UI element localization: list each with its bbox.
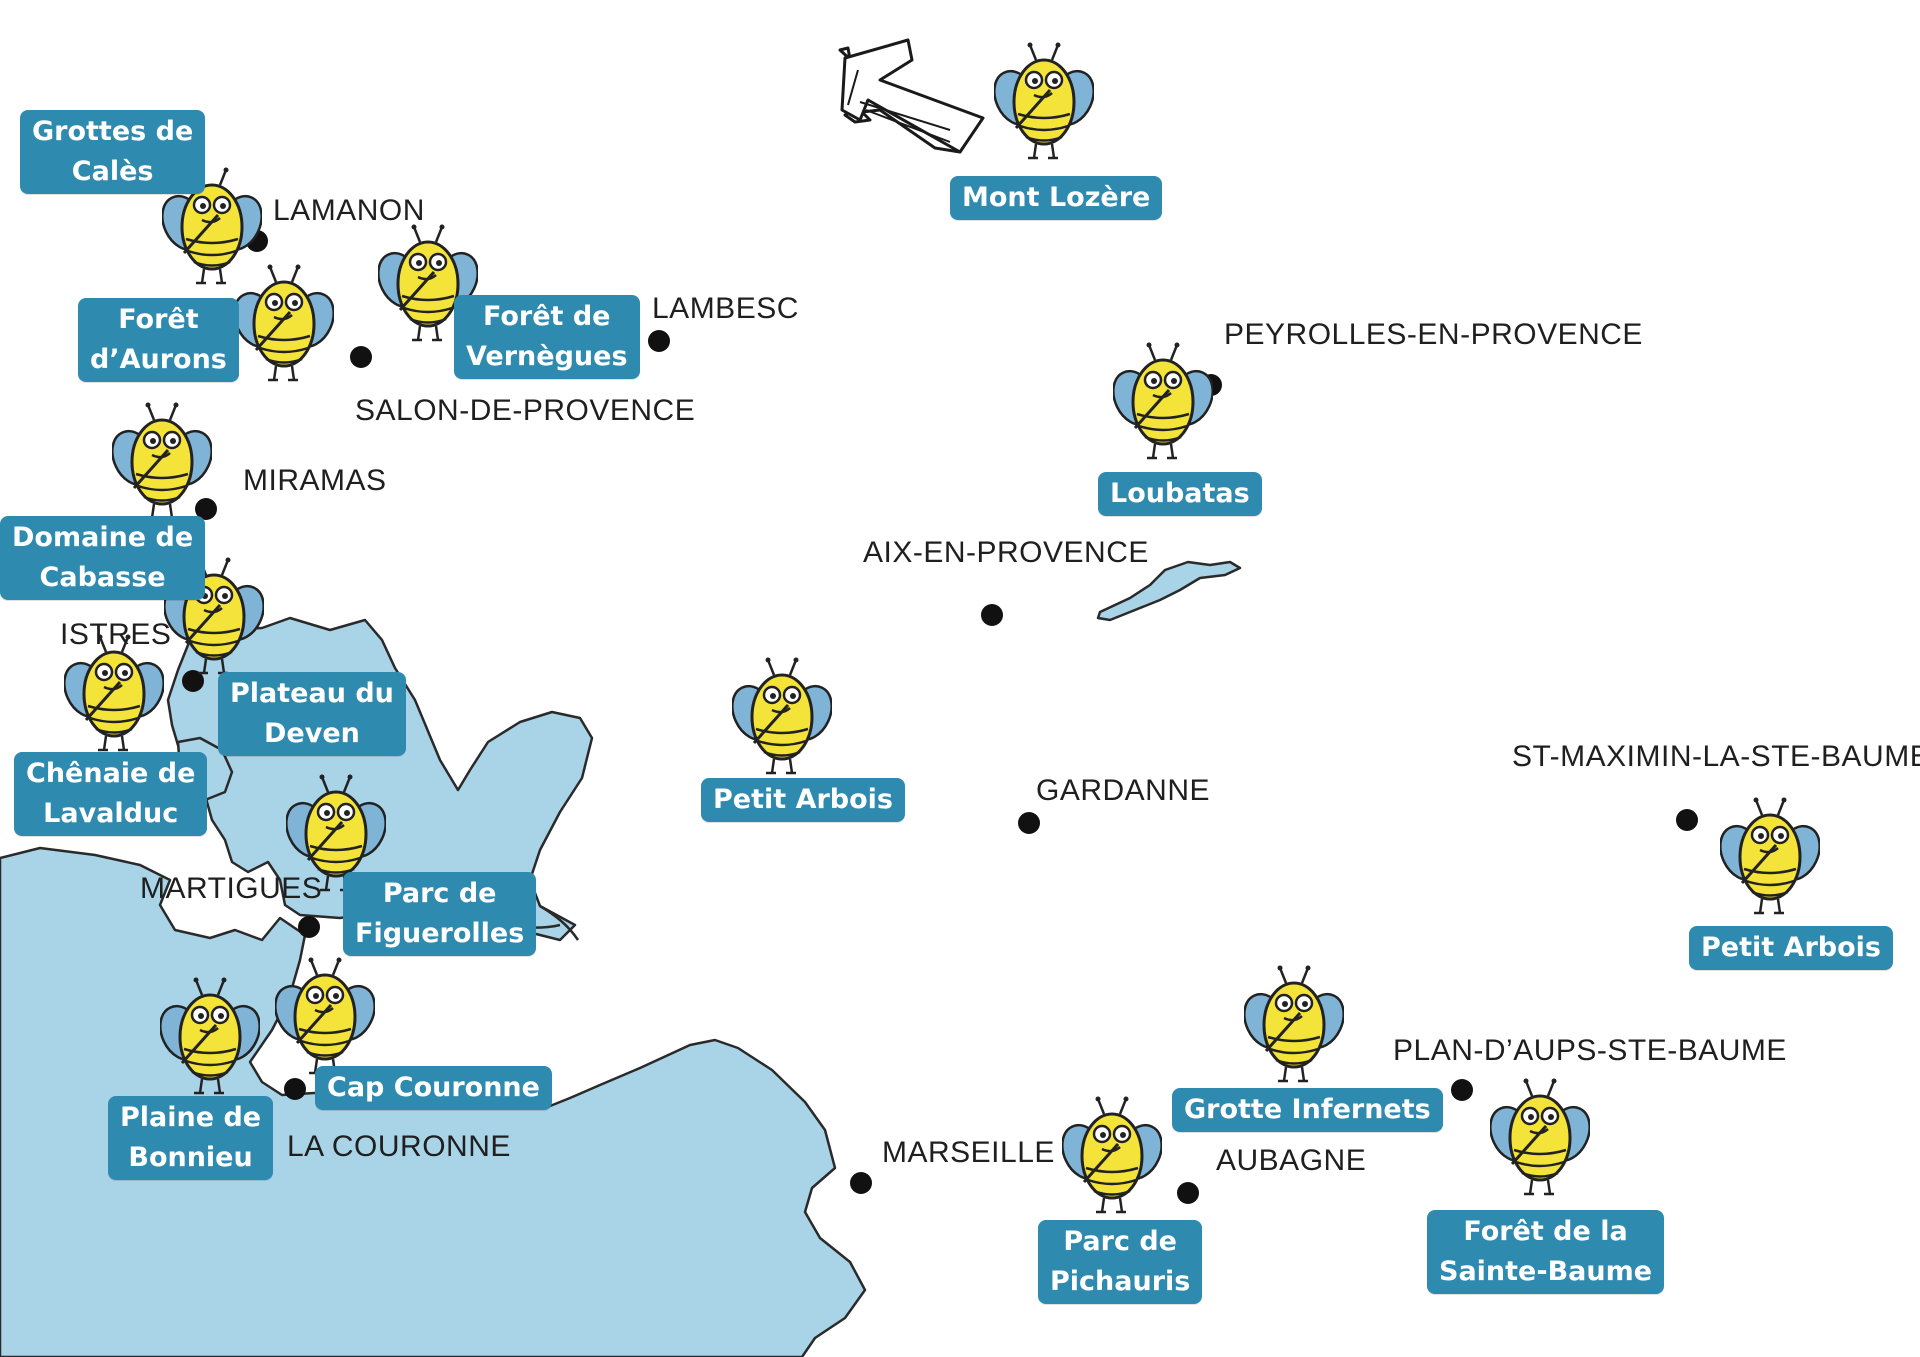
site-label-foret-sainte-baume[interactable]: Forêt de la Sainte-Baume (1427, 1210, 1665, 1294)
town-label-st-maximin: ST-MAXIMIN-LA-STE-BAUME (1512, 740, 1920, 773)
site-label-line: Domaine de (12, 522, 194, 553)
site-label-mont-lozere[interactable]: Mont Lozère (950, 176, 1163, 220)
site-label-line: Cap Couronne (327, 1072, 540, 1103)
town-label-la-couronne: LA COURONNE (287, 1130, 511, 1163)
site-label-petit-arbois-east[interactable]: Petit Arbois (1689, 926, 1893, 970)
site-label-foret-aurons[interactable]: Forêt d’Aurons (78, 298, 239, 382)
site-label-line: Bonnieu (128, 1142, 253, 1173)
site-label-line: Grotte Infernets (1184, 1094, 1431, 1125)
site-label-line: Deven (264, 718, 360, 749)
site-label-line: Loubatas (1110, 478, 1250, 509)
bee-mascot-icon (112, 401, 212, 520)
town-label-aix: AIX-EN-PROVENCE (863, 536, 1149, 569)
town-dot-miramas (195, 498, 217, 520)
site-label-parc-figuerolles[interactable]: Parc de Figuerolles (343, 872, 537, 956)
town-label-lamanon: LAMANON (273, 194, 425, 227)
site-label-line: Calès (71, 156, 154, 187)
town-dot-marseille (850, 1172, 872, 1194)
town-dot-aubagne (1177, 1182, 1199, 1204)
site-label-line: Parc de (1063, 1226, 1177, 1257)
town-label-miramas: MIRAMAS (243, 464, 387, 497)
bee-mascot-icon (1062, 1095, 1162, 1214)
town-dot-gardanne (1018, 812, 1040, 834)
bee-mascot-icon (275, 956, 375, 1075)
site-label-petit-arbois[interactable]: Petit Arbois (701, 778, 905, 822)
site-label-line: Petit Arbois (713, 784, 893, 815)
site-label-plaine-bonnieu[interactable]: Plaine de Bonnieu (108, 1096, 274, 1180)
town-label-plan-daups: PLAN-D’AUPS-STE-BAUME (1393, 1034, 1787, 1067)
bee-mascot-icon (160, 976, 260, 1095)
bee-mascot-icon (1490, 1077, 1590, 1196)
site-label-domaine-cabasse[interactable]: Domaine de Cabasse (0, 516, 206, 600)
town-label-marseille: MARSEILLE (882, 1136, 1055, 1169)
site-label-plateau-deven[interactable]: Plateau du Deven (218, 672, 406, 756)
site-label-line: Forêt (118, 304, 199, 335)
town-dot-st-maximin (1676, 809, 1698, 831)
town-label-istres: ISTRES (60, 618, 172, 651)
town-label-lambesc: LAMBESC (652, 292, 799, 325)
town-dot-plan-daups (1451, 1079, 1473, 1101)
site-label-line: Pichauris (1050, 1266, 1191, 1297)
town-label-salon: SALON-DE-PROVENCE (355, 394, 696, 427)
bee-mascot-icon (732, 656, 832, 775)
site-label-line: Figuerolles (355, 918, 525, 949)
site-label-loubatas[interactable]: Loubatas (1098, 472, 1262, 516)
site-label-line: Chênaie de (26, 758, 196, 789)
site-label-cap-couronne[interactable]: Cap Couronne (315, 1066, 552, 1110)
town-dot-la-couronne (284, 1078, 306, 1100)
site-label-line: Vernègues (466, 341, 628, 372)
town-label-gardanne: GARDANNE (1036, 774, 1211, 807)
town-label-aubagne: AUBAGNE (1216, 1144, 1367, 1177)
bee-mascot-icon (1113, 341, 1213, 460)
bee-mascot-icon (64, 633, 164, 752)
site-label-grotte-infernets[interactable]: Grotte Infernets (1172, 1088, 1443, 1132)
site-label-grottes-cales[interactable]: Grottes de Calès (20, 110, 206, 194)
site-label-line: d’Aurons (90, 344, 227, 375)
town-dot-lambesc (648, 330, 670, 352)
site-label-line: Grottes de (32, 116, 194, 147)
bee-mascot-icon (234, 263, 334, 382)
site-label-parc-pichauris[interactable]: Parc de Pichauris (1038, 1220, 1203, 1304)
bee-mascot-icon (1720, 796, 1820, 915)
site-label-line: Parc de (382, 878, 497, 909)
site-label-line: Cabasse (39, 562, 166, 593)
site-label-line: Plaine de (120, 1102, 262, 1133)
site-label-line: Forêt de (483, 301, 611, 332)
site-label-line: Mont Lozère (962, 182, 1151, 213)
site-label-chenaie-lavalduc[interactable]: Chênaie de Lavalduc (14, 752, 208, 836)
bee-mascot-icon (1244, 964, 1344, 1083)
town-label-martigues: MARTIGUES (140, 872, 323, 905)
town-dot-aix (981, 604, 1003, 626)
town-dot-istres (182, 670, 204, 692)
site-label-line: Lavalduc (43, 798, 179, 829)
town-dot-martigues (298, 916, 320, 938)
site-label-line: Petit Arbois (1701, 932, 1881, 963)
site-label-foret-vernegues[interactable]: Forêt de Vernègues (454, 295, 640, 379)
town-dot-salon (350, 346, 372, 368)
lac-bimont (1096, 560, 1242, 622)
site-label-line: Forêt de la (1463, 1216, 1628, 1247)
arrow-up-left-icon (838, 38, 985, 154)
bee-mascot-icon (994, 41, 1094, 160)
site-label-line: Sainte-Baume (1439, 1256, 1653, 1287)
town-label-peyrolles: PEYROLLES-EN-PROVENCE (1224, 318, 1643, 351)
site-label-line: Plateau du (230, 678, 394, 709)
